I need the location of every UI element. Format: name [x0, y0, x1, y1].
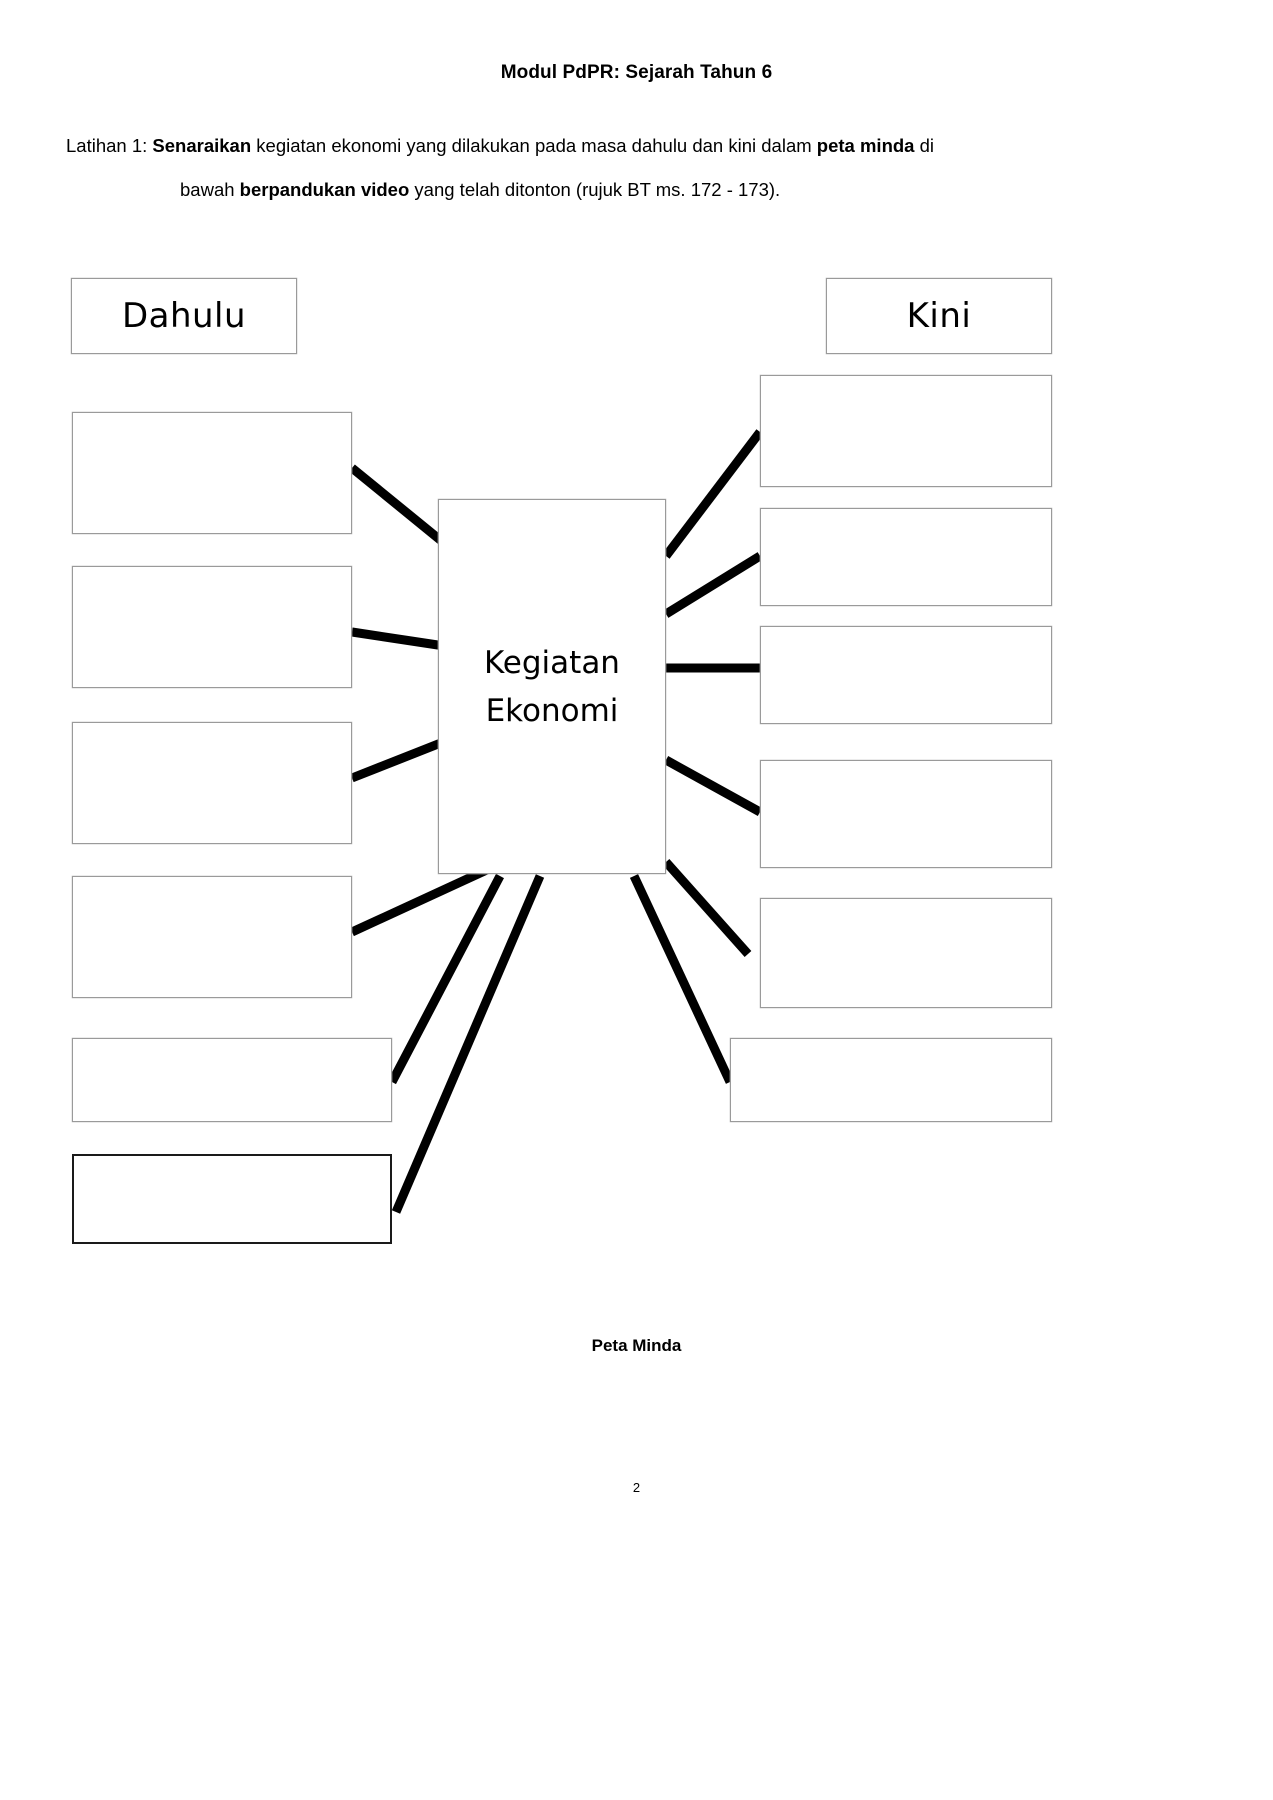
connector-left-6	[391, 874, 545, 1214]
answer-box-kini-3[interactable]	[760, 626, 1052, 724]
mindmap-center-line-2: Ekonomi	[485, 692, 619, 729]
instruction-body-2: di	[914, 135, 935, 156]
page-number: 2	[632, 1480, 641, 1495]
answer-box-dahulu-2[interactable]	[72, 566, 352, 688]
page-title: Modul PdPR: Sejarah Tahun 6	[500, 62, 773, 83]
answer-box-kini-1[interactable]	[760, 375, 1052, 487]
instruction-line2-body-2: yang telah ditonton (rujuk BT ms. 172 - …	[409, 179, 781, 200]
answer-box-dahulu-1[interactable]	[72, 412, 352, 534]
connector-left-5	[388, 873, 504, 1085]
answer-box-kini-5[interactable]	[760, 898, 1052, 1008]
answer-box-dahulu-4[interactable]	[72, 876, 352, 998]
instruction-bold-berpandukan-video: berpandukan video	[239, 179, 410, 200]
mindmap-header-kini: Kini	[826, 278, 1052, 354]
answer-box-dahulu-3[interactable]	[72, 722, 352, 844]
answer-box-dahulu-5[interactable]	[72, 1038, 392, 1122]
connector-right-4	[663, 756, 763, 816]
instruction-label: Latihan 1:	[66, 135, 148, 156]
instruction-line2-body-1: bawah	[180, 179, 240, 200]
connector-right-2	[663, 552, 763, 618]
instruction-text: Latihan 1: Senaraikan kegiatan ekonomi y…	[66, 124, 1066, 212]
instruction-line-2: bawah berpandukan video yang telah diton…	[66, 168, 1066, 212]
instruction-bold-senaraikan: Senaraikan	[152, 135, 252, 156]
answer-box-dahulu-6[interactable]	[72, 1154, 392, 1244]
answer-box-kini-4[interactable]	[760, 760, 1052, 868]
mindmap-header-kini-label: Kini	[906, 296, 972, 336]
mindmap-header-dahulu: Dahulu	[71, 278, 297, 354]
connector-right-5	[662, 859, 752, 957]
instruction-body-1: kegiatan ekonomi yang dilakukan pada mas…	[251, 135, 817, 156]
connector-right-1	[662, 429, 764, 559]
connector-right-6	[629, 874, 735, 1084]
mindmap-center-node: Kegiatan Ekonomi	[438, 499, 666, 874]
answer-box-kini-2[interactable]	[760, 508, 1052, 606]
answer-box-kini-6[interactable]	[730, 1038, 1052, 1122]
figure-caption: Peta Minda	[591, 1336, 682, 1355]
instruction-bold-peta-minda: peta minda	[816, 135, 915, 156]
mindmap-header-dahulu-label: Dahulu	[121, 296, 247, 336]
mindmap-center-line-1: Kegiatan	[484, 644, 620, 681]
